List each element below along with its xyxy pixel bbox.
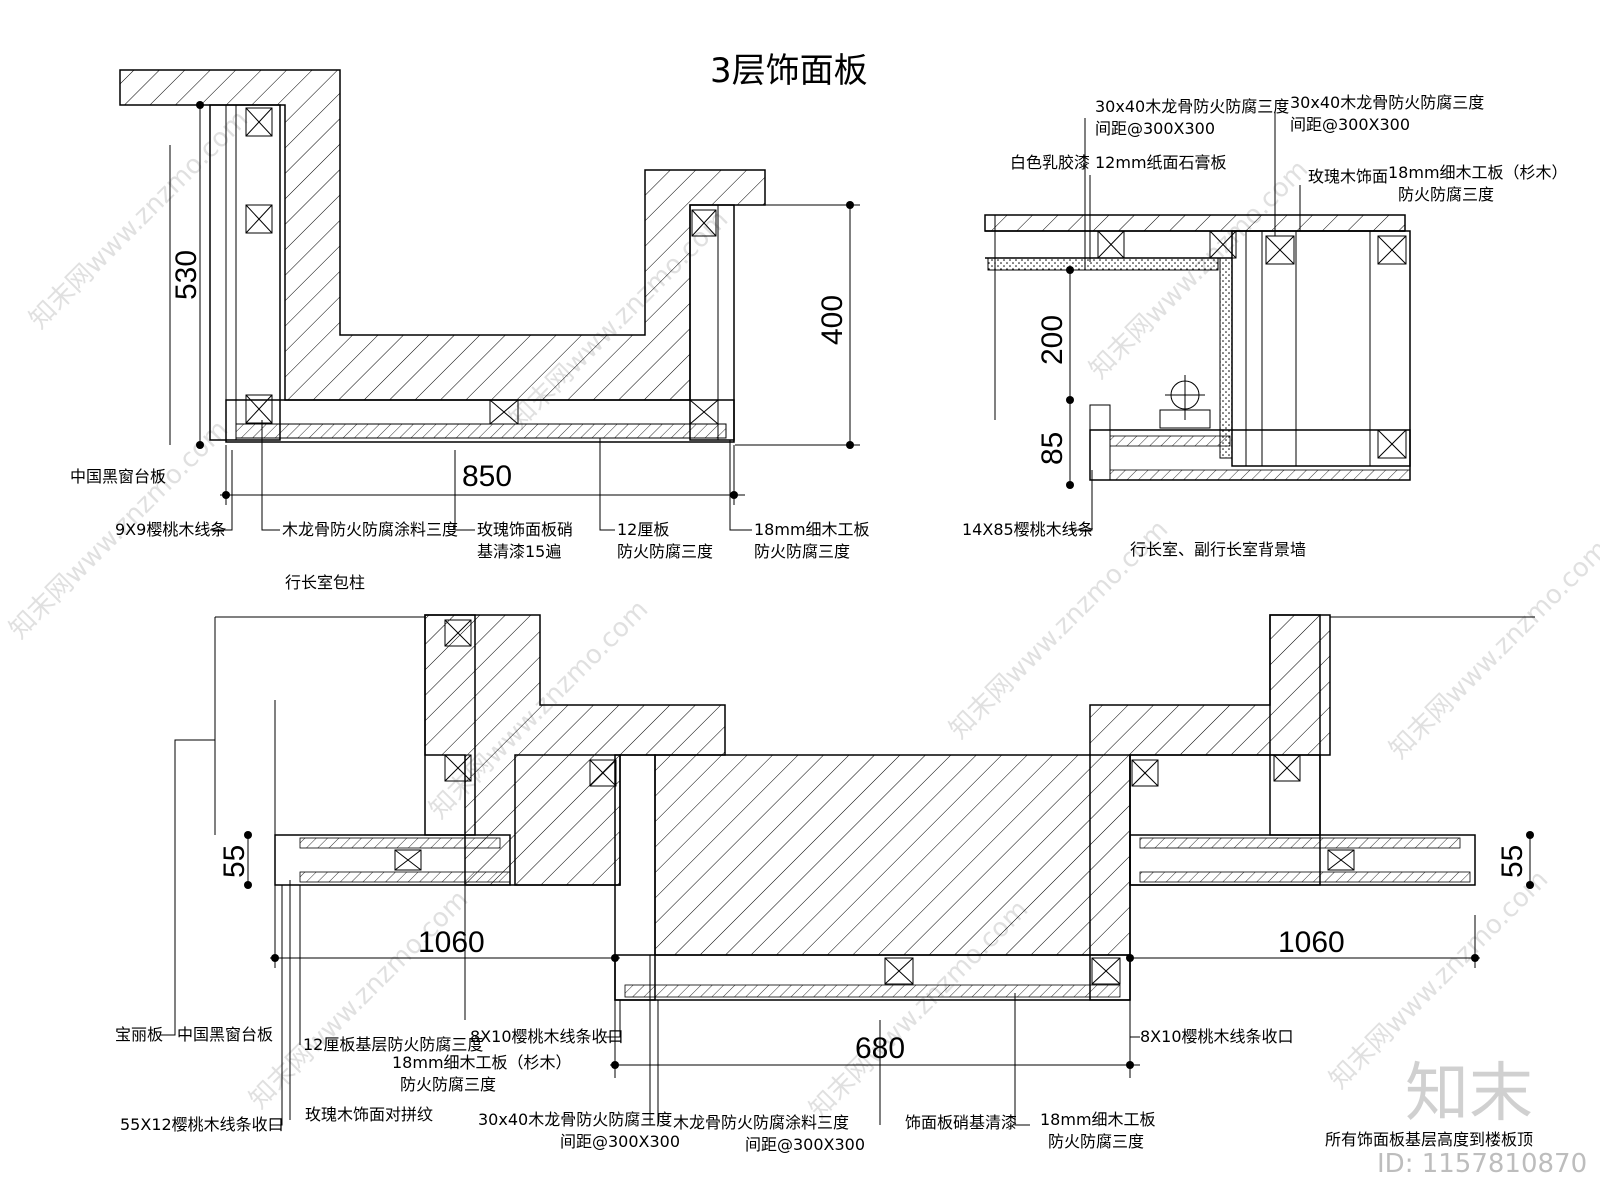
left-column-panel [424,614,476,836]
label-cherry-strip: 9X9樱桃木线条 [115,520,226,539]
ceiling-slab [984,214,1406,232]
label-window-sill-2: 中国黑窗台板 [177,1025,273,1044]
label-keel-a-2: 间距@300X300 [1095,119,1215,138]
watermark-layer: 知末网www.znzmo.com 知末网www.znzmo.com 知末网www… [4,104,1600,1125]
label-fir-board-c-1: 18mm细木工板（杉木） [392,1053,572,1072]
label-cherry-8x10-right: 8X10樱桃木线条收口 [1140,1027,1294,1046]
concrete-wall-right [654,614,1331,956]
label-wood-keel-c-2: 间距@300X300 [745,1135,865,1154]
dimension-55-left: 55 [218,845,251,878]
detail-column-wrap: 530 400 850 中国黑窗台板 9X9樱桃木线条 木龙骨防火防腐涂料三度 … [70,69,870,592]
detail-plan-section: 55 55 1060 1060 680 宝丽板 中国黑窗台板 12厘板基层防火防… [115,614,1535,1154]
dimension-850: 850 [462,460,512,493]
section-label-column: 行长室包柱 [285,573,365,592]
label-keel-c-2: 间距@300X300 [560,1132,680,1151]
label-fir-board-c-2: 防火防腐三度 [400,1075,496,1094]
dimension-530: 530 [170,250,203,300]
wall-panel [1231,230,1411,467]
label-18mm-c-2: 防火防腐三度 [1048,1132,1144,1151]
label-window-sill: 中国黑窗台板 [70,467,166,486]
dimension-85: 85 [1036,432,1069,465]
section-label-background-wall: 行长室、副行长室背景墙 [1130,540,1306,559]
label-12mm-base: 12厘板基层防火防腐三度 [303,1035,483,1054]
label-cherry-8x10-left: 8X10樱桃木线条收口 [470,1027,624,1046]
brand-watermark: 知末 [1405,1057,1533,1131]
label-keel-a-1: 30x40木龙骨防火防腐三度 [1095,97,1289,116]
label-poly-board: 宝丽板 [115,1025,163,1044]
label-wood-keel-c-1: 木龙骨防火防腐涂料三度 [673,1113,849,1132]
label-cherry-strip-85: 14X85樱桃木线条 [962,520,1094,539]
label-wood-keel: 木龙骨防火防腐涂料三度 [282,520,458,539]
label-18mm-board-2: 防火防腐三度 [754,542,850,561]
label-18mm-board-1: 18mm细木工板 [754,520,870,539]
label-fir-board-2: 防火防腐三度 [1398,185,1494,204]
dimension-1060-left: 1060 [418,926,485,959]
label-gypsum: 12mm纸面石膏板 [1095,153,1227,172]
gypsum-board [987,257,1219,271]
label-keel-b-2: 间距@300X300 [1290,115,1410,134]
label-fir-board-1: 18mm细木工板（杉木） [1388,163,1568,182]
watermark-text: 知末网www.znzmo.com [1384,534,1600,765]
detail-background-wall: 200 85 30x40木龙骨防火防腐三度 间距@300X300 30x40木龙… [962,93,1568,559]
dimension-400: 400 [816,295,849,345]
label-rose-panel-2: 基清漆15遍 [477,542,561,561]
page-title: 3层饰面板 [710,51,868,91]
label-keel-c-1: 30x40木龙骨防火防腐三度 [478,1110,672,1129]
label-keel-b-1: 30x40木龙骨防火防腐三度 [1290,93,1484,112]
label-rose-veneer-joint: 玫瑰木饰面对拼纹 [305,1105,433,1124]
label-cherry-55x12: 55X12樱桃木线条收口 [120,1115,284,1134]
label-rose-panel-1: 玫瑰饰面板硝 [477,520,573,539]
label-18mm-c-1: 18mm细木工板 [1040,1110,1156,1129]
id-watermark: ID: 1157810870 [1377,1149,1587,1179]
dimension-55-right: 55 [1496,845,1529,878]
right-wing-panel [1129,834,1476,886]
dimension-200: 200 [1036,315,1069,365]
centre-bottom-panel [614,954,1131,1001]
label-nitro-lacquer: 饰面板硝基清漆 [905,1113,1017,1132]
note-base-height: 所有饰面板基层高度到楼板顶 [1325,1130,1533,1149]
centre-left-panel [614,754,656,1001]
dimension-1060-right: 1060 [1278,926,1345,959]
label-12mm-board-1: 12厘板 [617,520,669,539]
label-12mm-board-2: 防火防腐三度 [617,542,713,561]
label-rose-veneer: 玫瑰木饰面 [1308,167,1388,186]
left-cladding [209,104,281,441]
watermark-text: 知末网www.znzmo.com [24,104,255,335]
label-latex-paint: 白色乳胶漆 [1010,153,1090,172]
right-cladding [689,204,735,441]
